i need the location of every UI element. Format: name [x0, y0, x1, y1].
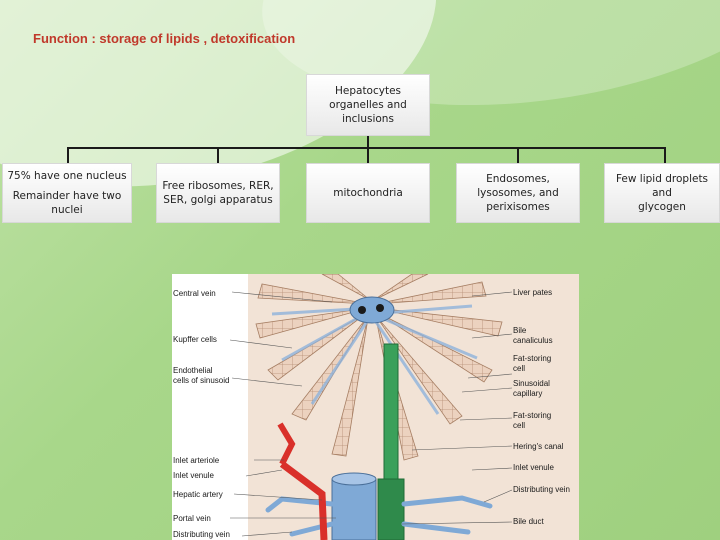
- root-line-3: inclusions: [342, 113, 394, 126]
- child1-line-1: 75% have one nucleus: [7, 170, 127, 182]
- connector-root-down: [367, 136, 369, 148]
- label-inlet-venule: Inlet venule: [173, 471, 214, 480]
- child-node-mitochondria: mitochondria: [306, 163, 430, 223]
- label-fat-storing-2: Fat-storing: [513, 411, 552, 420]
- child1-line-3: nuclei: [51, 204, 83, 217]
- label-kupffer-cells: Kupffer cells: [173, 335, 217, 344]
- label-distributing-vein-left: Distributing vein: [173, 530, 230, 539]
- label-capillary: capillary: [513, 389, 543, 398]
- label-inlet-venule-right: Inlet venule: [513, 463, 554, 472]
- label-portal-vein: Portal vein: [173, 514, 211, 523]
- label-herings-canal: Hering's canal: [513, 442, 564, 451]
- label-distributing-vein-right: Distributing vein: [513, 485, 570, 494]
- slide-title: Function : storage of lipids , detoxific…: [33, 31, 296, 46]
- liver-lobule-drawing: [229, 274, 579, 540]
- child4-line-2: lysosomes, and: [477, 186, 559, 199]
- label-bile-duct: Bile duct: [513, 517, 544, 526]
- label-central-vein: Central vein: [173, 289, 216, 298]
- label-canaliculus: canaliculus: [513, 336, 553, 345]
- connector-child-5: [664, 147, 666, 163]
- child-node-ribosomes: Free ribosomes, RER, SER, golgi apparatu…: [156, 163, 280, 223]
- label-cell-1: cell: [513, 364, 526, 373]
- child1-line-2: Remainder have two: [12, 190, 122, 203]
- label-hepatic-artery: Hepatic artery: [173, 490, 223, 499]
- label-liver-plates: Liver pates: [513, 288, 553, 297]
- child-node-nucleus: 75% have one nucleus Remainder have two …: [2, 163, 132, 223]
- label-cell-2: cell: [513, 421, 526, 430]
- label-sinusoidal: Sinusoidal: [513, 379, 550, 388]
- connector-child-1: [67, 147, 69, 163]
- child-node-endosomes: Endosomes, lysosomes, and perixisomes: [456, 163, 580, 223]
- label-inlet-arteriole: Inlet arteriole: [173, 456, 220, 465]
- child3-line-1: mitochondria: [333, 186, 403, 199]
- child4-line-1: Endosomes,: [486, 172, 550, 185]
- root-node-hepatocytes: Hepatocytes organelles and inclusions: [306, 74, 430, 136]
- connector-child-2: [217, 147, 219, 163]
- label-bile: Bile: [513, 326, 527, 335]
- child5-line-2: glycogen: [638, 201, 686, 214]
- child2-line-1: Free ribosomes, RER,: [162, 179, 274, 192]
- child-node-lipid-droplets: Few lipid droplets and glycogen: [604, 163, 720, 223]
- child4-line-3: perixisomes: [486, 201, 550, 214]
- label-fat-storing-1: Fat-storing: [513, 354, 552, 363]
- connector-child-4: [517, 147, 519, 163]
- child2-line-2: SER, golgi apparatus: [163, 194, 273, 206]
- liver-lobule-illustration: Central vein Kupffer cells Endothelial c…: [172, 274, 579, 540]
- connector-horizontal: [67, 147, 666, 149]
- label-cells-of-sinusoid: cells of sinusoid: [173, 376, 230, 385]
- root-line-2: organelles and: [329, 98, 407, 111]
- child5-line-1: Few lipid droplets and: [615, 172, 709, 199]
- label-endothelial: Endothelial: [173, 366, 213, 375]
- root-line-1: Hepatocytes: [334, 84, 402, 97]
- connector-child-3: [367, 147, 369, 163]
